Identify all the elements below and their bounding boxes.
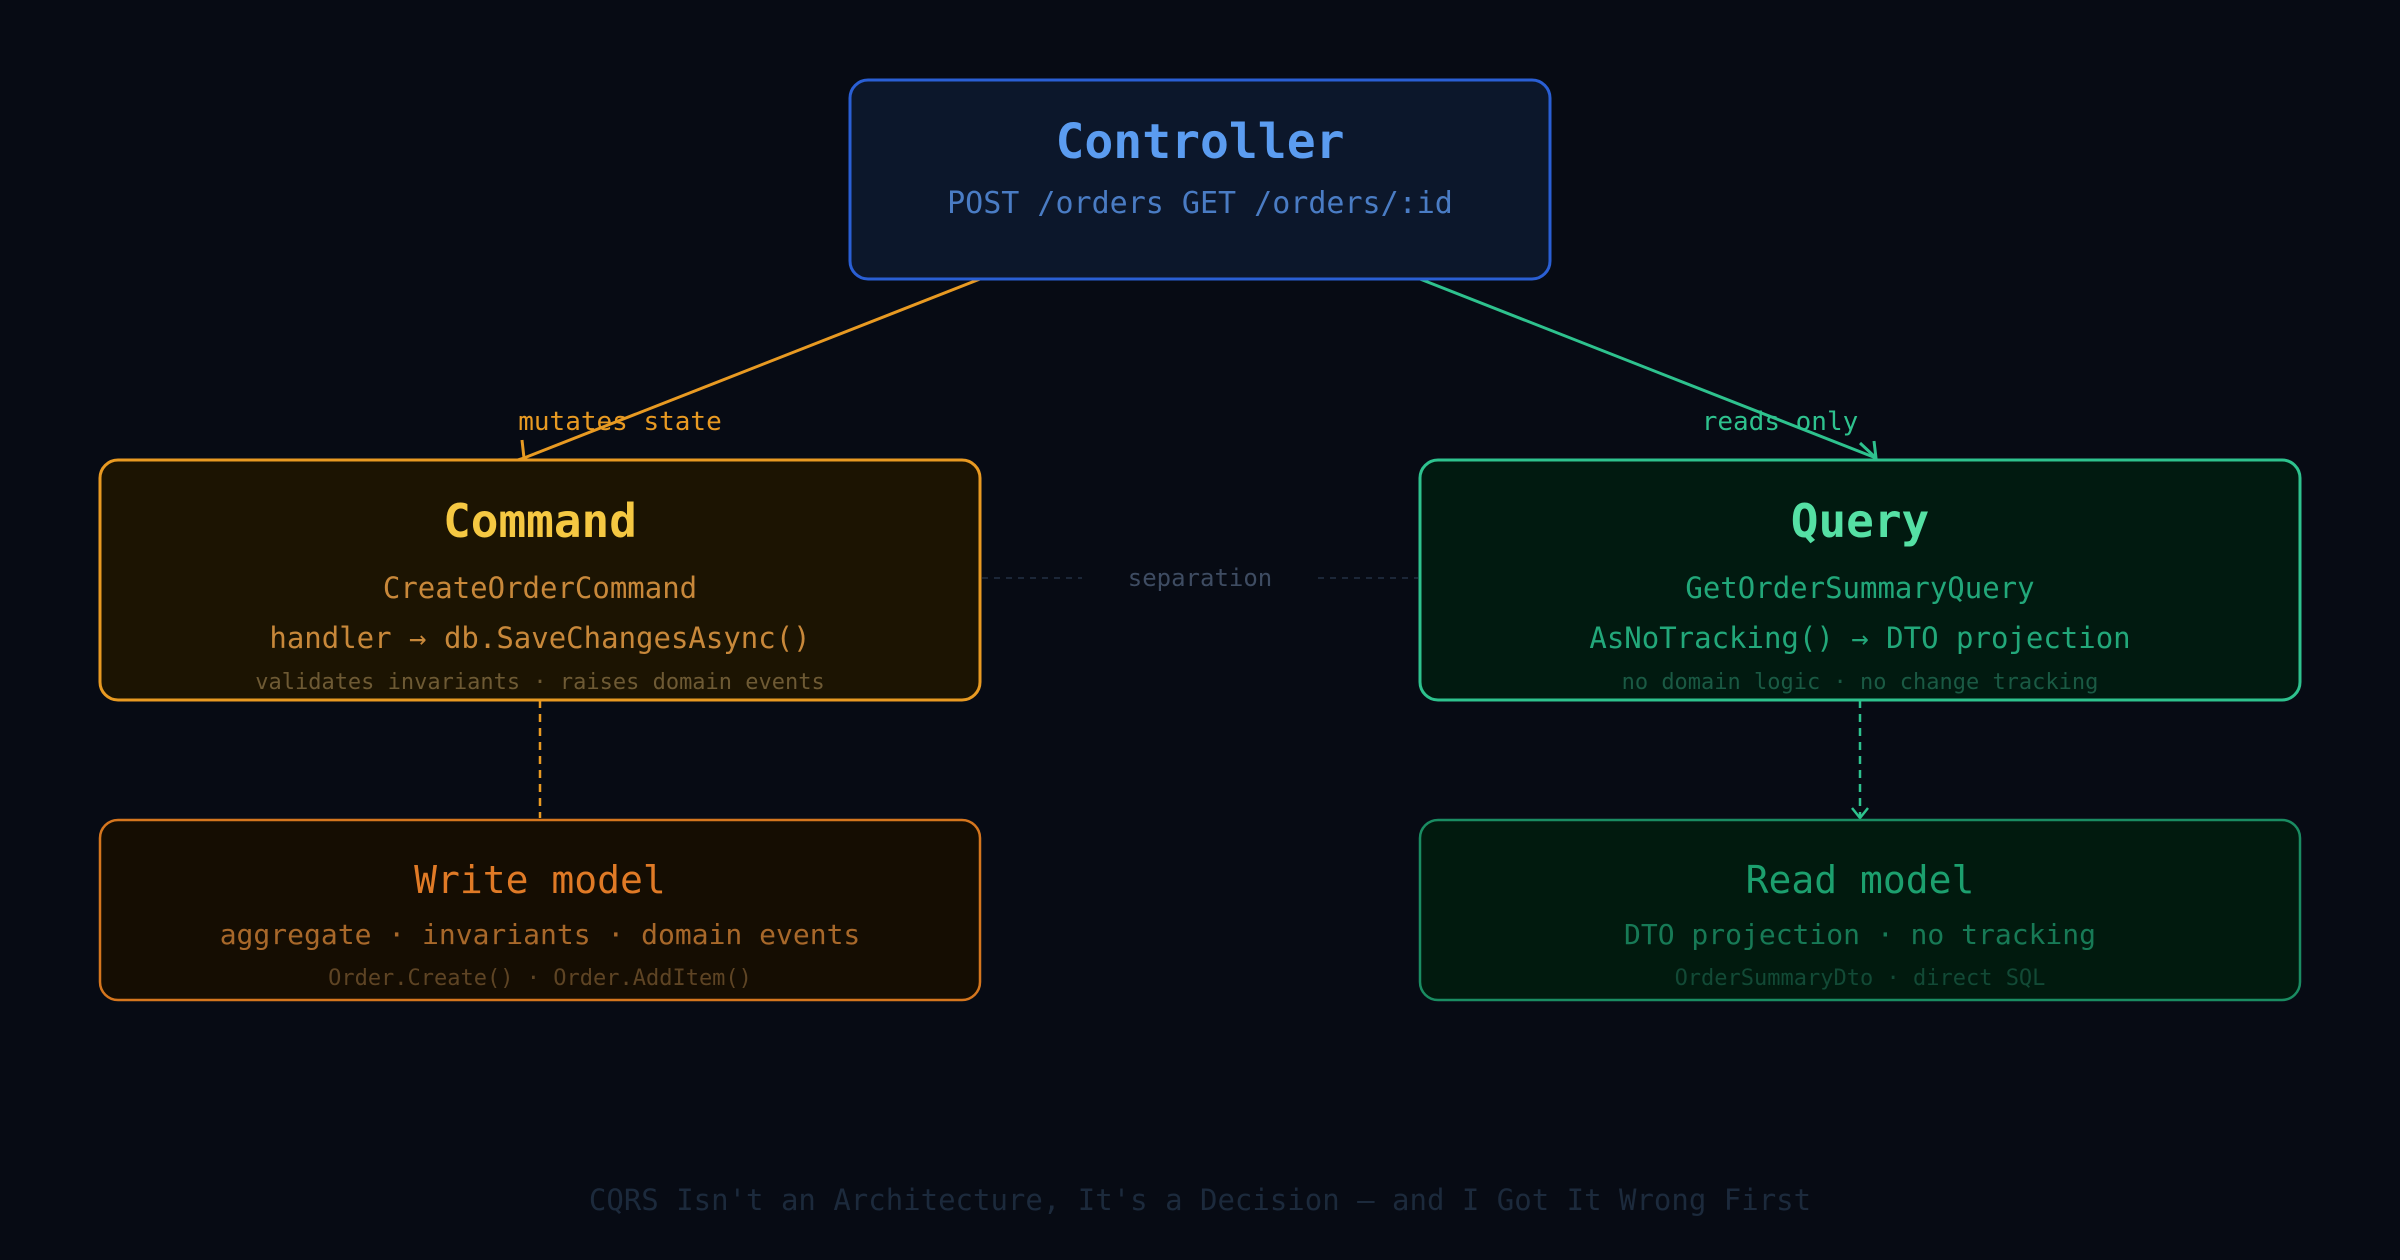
- reads-label: reads only: [1702, 407, 1859, 437]
- read-model-note: OrderSummaryDto · direct SQL: [1675, 966, 2046, 991]
- controller-box[interactable]: [848, 78, 1552, 281]
- command-class-name: CreateOrderCommand: [383, 571, 697, 605]
- write-model-details: aggregate · invariants · domain events: [220, 918, 861, 951]
- query-handler: AsNoTracking() → DTO projection: [1589, 621, 2130, 655]
- read-model-node[interactable]: Read model DTO projection · no tracking …: [1418, 818, 2302, 1002]
- query-class-name: GetOrderSummaryQuery: [1685, 571, 2034, 605]
- query-node[interactable]: Query GetOrderSummaryQuery AsNoTracking(…: [1418, 458, 2302, 702]
- write-model-box[interactable]: [98, 818, 982, 1002]
- controller-node[interactable]: Controller POST /orders GET /orders/:id: [848, 78, 1552, 281]
- edges: mutates state reads only separation: [507, 277, 1878, 821]
- read-model-details: DTO projection · no tracking: [1624, 918, 2096, 951]
- query-title: Query: [1791, 494, 1929, 548]
- write-model-node[interactable]: Write model aggregate · invariants · dom…: [98, 818, 982, 1002]
- query-box[interactable]: [1418, 458, 2302, 702]
- write-model-note: Order.Create() · Order.AddItem(): [328, 966, 752, 991]
- command-handler: handler → db.SaveChangesAsync(): [269, 621, 810, 655]
- command-title: Command: [443, 494, 637, 548]
- reads-arrow: [1419, 277, 1877, 460]
- controller-title: Controller: [1056, 114, 1345, 170]
- controller-subtitle: POST /orders GET /orders/:id: [947, 186, 1453, 221]
- command-node[interactable]: Command CreateOrderCommand handler → db.…: [98, 458, 982, 702]
- mutates-arrow: [523, 277, 981, 460]
- read-model-box[interactable]: [1418, 818, 2302, 1002]
- command-box[interactable]: [98, 458, 982, 702]
- reads-arrowhead: [1858, 440, 1878, 462]
- mutates-label: mutates state: [518, 407, 722, 437]
- read-model-title: Read model: [1746, 858, 1975, 902]
- separation-label: separation: [1128, 564, 1273, 592]
- query-note: no domain logic · no change tracking: [1622, 670, 2099, 695]
- write-model-title: Write model: [414, 858, 666, 902]
- footer-caption: CQRS Isn't an Architecture, It's a Decis…: [589, 1183, 1811, 1217]
- command-note: validates invariants · raises domain eve…: [255, 670, 825, 695]
- query-to-read-arrowhead: [1851, 807, 1869, 821]
